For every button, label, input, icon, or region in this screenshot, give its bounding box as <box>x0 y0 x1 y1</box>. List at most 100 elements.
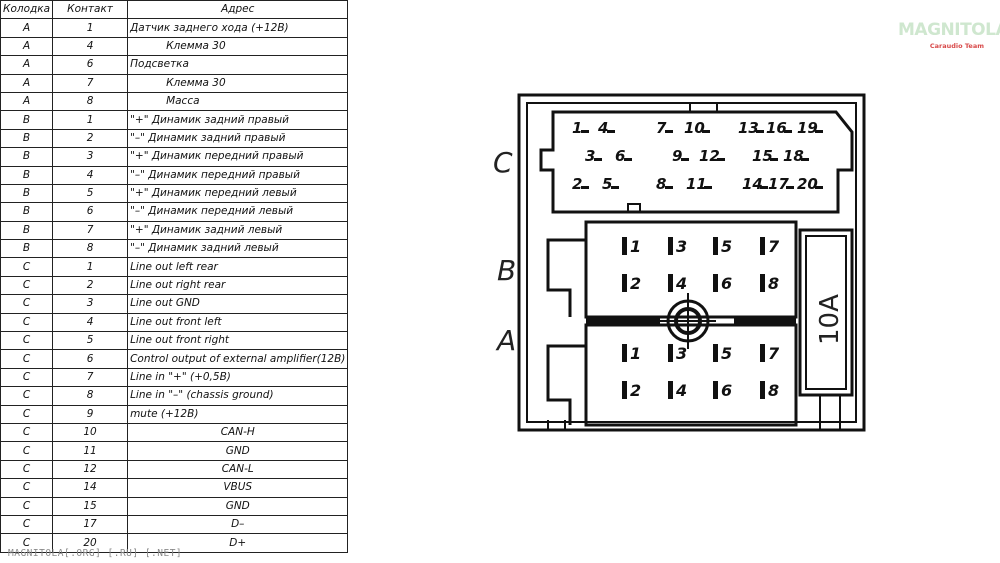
pin-contact-mark <box>760 274 765 292</box>
cell-block: C <box>0 533 54 553</box>
pin-contact-mark <box>760 381 765 399</box>
block-a-pin-5: 5 <box>721 344 732 363</box>
pin-contact-mark <box>784 130 792 133</box>
pin-contact-mark <box>760 186 768 189</box>
block-a-pin-8: 8 <box>768 381 779 400</box>
block-c-pin-15: 15 <box>752 147 773 165</box>
block-c-pin-7: 7 <box>656 119 667 137</box>
cell-address: "–" Динамик задний правый <box>127 128 349 149</box>
pin-contact-mark <box>622 381 627 399</box>
block-c-pin-2: 2 <box>572 175 582 193</box>
block-c-outline <box>539 110 854 214</box>
cell-address: VBUS <box>127 478 349 498</box>
block-a-outline <box>584 323 798 427</box>
block-b-pin-8: 8 <box>768 274 779 293</box>
pin-contact-mark <box>594 158 602 161</box>
pin-contact-mark <box>668 344 673 362</box>
cell-address: D+ <box>127 533 349 553</box>
pin-contact-mark <box>801 158 809 161</box>
cell-address: Control output of external amplifier(12В… <box>127 349 349 369</box>
watermark: MAGNITOLA[.ORG] [.RU] [.NET] <box>8 548 183 559</box>
connector-housing-inner <box>526 102 857 423</box>
block-c-pin-13: 13 <box>738 119 759 137</box>
pin-contact-mark <box>668 381 673 399</box>
block-c-pin-8: 8 <box>656 175 666 193</box>
pin-contact-mark <box>665 130 673 133</box>
block-b-pin-2: 2 <box>630 274 641 293</box>
cell-address: Line out front left <box>127 312 349 333</box>
block-a-pin-1: 1 <box>630 344 641 363</box>
block-c-pin-18: 18 <box>783 147 804 165</box>
pin-contact-mark <box>622 274 627 292</box>
cell-block: C <box>0 478 54 498</box>
block-c-pin-17: 17 <box>768 175 789 193</box>
block-label-c: C <box>493 146 513 179</box>
pin-contact-mark <box>713 381 718 399</box>
block-c-pin-5: 5 <box>602 175 612 193</box>
block-a-pin-3: 3 <box>676 344 687 363</box>
pin-contact-mark <box>815 130 823 133</box>
block-c-pin-14: 14 <box>742 175 763 193</box>
block-label-b: B <box>497 254 516 287</box>
magnitola-logo: MAGNITOLA Caraudio Team <box>898 20 1000 54</box>
block-a-pin-7: 7 <box>768 344 780 363</box>
block-a-pin-6: 6 <box>721 381 732 400</box>
block-c-pin-19: 19 <box>797 119 818 137</box>
block-a-pin-2: 2 <box>630 381 641 400</box>
pin-contact-mark <box>713 344 718 362</box>
pin-contact-mark <box>713 274 718 292</box>
block-c-pin-20: 20 <box>797 175 818 193</box>
pin-contact-mark <box>786 186 794 189</box>
block-b-pin-3: 3 <box>676 237 687 256</box>
block-c-pin-1: 1 <box>572 119 582 137</box>
fuse-label: 10A <box>815 294 845 345</box>
block-b-latch <box>546 238 586 317</box>
block-b-outline <box>584 220 798 319</box>
pin-contact-mark <box>668 274 673 292</box>
pin-contact-mark <box>607 130 615 133</box>
pin-contact-mark <box>665 186 673 189</box>
block-c-pin-10: 10 <box>684 119 705 137</box>
block-b-pin-6: 6 <box>721 274 732 293</box>
pin-contact-mark <box>713 237 718 255</box>
block-b-pin-7: 7 <box>768 237 780 256</box>
block-c-pin-4: 4 <box>597 119 608 137</box>
pin-contact-mark <box>668 237 673 255</box>
block-c-pin-16: 16 <box>766 119 787 137</box>
block-c-pin-11: 11 <box>686 175 707 193</box>
cell-address: Подсветка <box>127 55 349 75</box>
block-c-pin-3: 3 <box>585 147 595 165</box>
cell-address: Line in "–" (chassis ground) <box>127 386 349 406</box>
pin-contact-mark <box>815 186 823 189</box>
pin-contact-mark <box>681 158 689 161</box>
pin-contact-mark <box>702 130 710 133</box>
pin-contact-mark <box>581 186 589 189</box>
block-a-latch <box>546 344 586 425</box>
pin-contact-mark <box>611 186 619 189</box>
pin-contact-mark <box>622 344 627 362</box>
pin-contact-mark <box>717 158 725 161</box>
pin-contact-mark <box>622 237 627 255</box>
pin-contact-mark <box>704 186 712 189</box>
pin-contact-mark <box>756 130 764 133</box>
connector-housing-outline <box>517 93 866 432</box>
block-b-pin-5: 5 <box>721 237 732 256</box>
block-label-a: A <box>495 324 516 357</box>
